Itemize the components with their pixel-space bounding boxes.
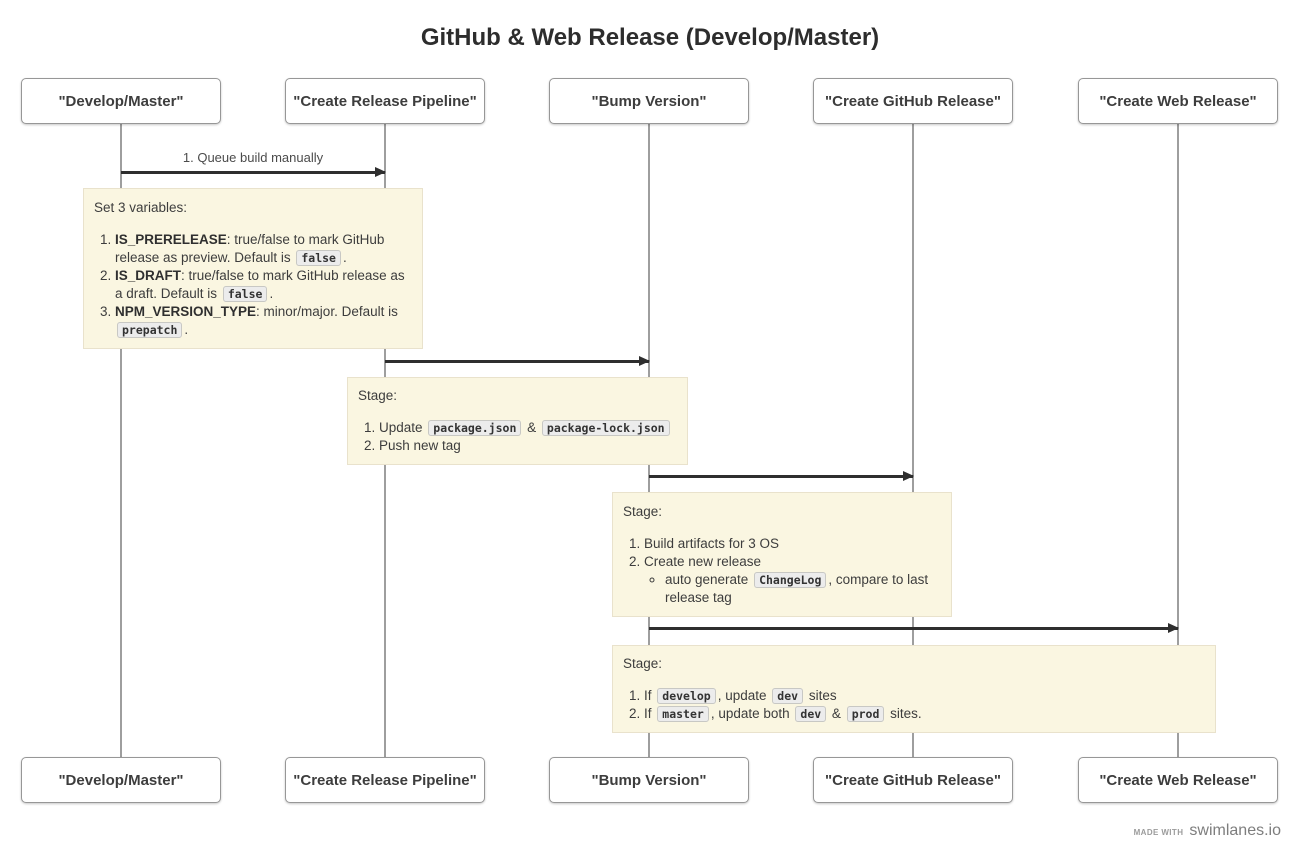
message-arrow-bump-to-web [649, 623, 1179, 633]
message-arrow-pipeline-to-bump [385, 356, 650, 366]
note-text: . [342, 250, 347, 265]
code-chip: dev [795, 706, 827, 722]
code-chip: master [657, 706, 709, 722]
note-stage-github-release: Stage: Build artifacts for 3 OS Create n… [612, 492, 952, 617]
code-chip: false [296, 250, 341, 266]
note-stage-bump-version: Stage: Update package.json & package-loc… [347, 377, 688, 465]
note-title: Set 3 variables: [94, 200, 188, 215]
arrow-label-queue-build: 1. Queue build manually [182, 150, 324, 165]
arrowhead-icon [639, 356, 650, 366]
note-text: If [644, 688, 656, 703]
made-with-label: MADE WITH [1133, 828, 1184, 837]
lane-label: "Develop/Master" [58, 92, 184, 110]
note-list: Build artifacts for 3 OS Create new rele… [623, 535, 941, 607]
note-text: , compare to last release tag [665, 572, 929, 605]
arrowhead-icon [1168, 623, 1179, 633]
message-arrow-bump-to-github [649, 471, 914, 481]
note-item: If develop, update dev sites [644, 687, 1205, 705]
note-list: If develop, update dev sites If master, … [623, 687, 1205, 723]
lane-label: "Bump Version" [591, 771, 707, 789]
lifeline-create-github-release [912, 124, 914, 757]
note-title: Stage: [358, 388, 398, 403]
note-text: Update [379, 420, 427, 435]
note-text: sites [805, 688, 837, 703]
lane-header-create-github-release: "Create GitHub Release" [813, 78, 1013, 124]
lane-label: "Create Web Release" [1099, 771, 1257, 789]
code-chip: package.json [428, 420, 522, 436]
note-text: : true/false to mark GitHub release as p… [115, 232, 385, 265]
lane-label: "Bump Version" [591, 92, 707, 110]
note-item: Push new tag [379, 437, 677, 455]
note-text: & [828, 706, 845, 721]
note-text: , update both [710, 706, 794, 721]
note-stage-web-release: Stage: If develop, update dev sites If m… [612, 645, 1216, 733]
note-text: , update [717, 688, 771, 703]
lane-label: "Create Web Release" [1099, 92, 1257, 110]
lane-label: "Create Release Pipeline" [293, 92, 477, 110]
note-text: . [269, 286, 274, 301]
swimlanes-brand[interactable]: swimlanes.io [1189, 822, 1281, 839]
note-item: IS_DRAFT: true/false to mark GitHub rele… [115, 267, 412, 303]
code-chip: false [222, 286, 268, 302]
note-item: Update package.json & package-lock.json [379, 419, 677, 437]
lane-footer-create-github-release: "Create GitHub Release" [813, 757, 1013, 803]
code-chip: dev [772, 688, 804, 704]
variable-name: IS_DRAFT [115, 268, 182, 283]
diagram-title: GitHub & Web Release (Develop/Master) [420, 24, 880, 51]
note-text: If [644, 706, 656, 721]
lane-label: "Develop/Master" [58, 771, 184, 789]
code-chip: package-lock.json [541, 420, 670, 436]
code-chip: prepatch [117, 322, 183, 338]
lane-header-create-release-pipeline: "Create Release Pipeline" [285, 78, 485, 124]
note-set-variables: Set 3 variables: IS_PRERELEASE: true/fal… [83, 188, 423, 349]
note-item: IS_PRERELEASE: true/false to mark GitHub… [115, 231, 412, 267]
variable-name: IS_PRERELEASE [115, 232, 227, 247]
code-chip: prod [846, 706, 885, 722]
lane-label: "Create GitHub Release" [825, 92, 1001, 110]
code-chip: develop [657, 688, 716, 704]
lane-footer-create-release-pipeline: "Create Release Pipeline" [285, 757, 485, 803]
note-title: Stage: [623, 656, 663, 671]
note-sublist: auto generate ChangeLog, compare to last… [644, 571, 941, 607]
note-text: : minor/major. Default is [256, 304, 398, 319]
note-item: Create new release auto generate ChangeL… [644, 553, 941, 607]
lane-label: "Create Release Pipeline" [293, 771, 477, 789]
note-text: Push new tag [379, 438, 461, 453]
arrowhead-icon [375, 167, 386, 177]
lane-header-develop-master: "Develop/Master" [21, 78, 221, 124]
note-item: Build artifacts for 3 OS [644, 535, 941, 553]
lane-footer-develop-master: "Develop/Master" [21, 757, 221, 803]
note-text: sites. [886, 706, 922, 721]
note-list: IS_PRERELEASE: true/false to mark GitHub… [94, 231, 412, 339]
note-list: Update package.json & package-lock.json … [358, 419, 677, 455]
variable-name: NPM_VERSION_TYPE [115, 304, 257, 319]
lane-header-create-web-release: "Create Web Release" [1078, 78, 1278, 124]
note-title: Stage: [623, 504, 663, 519]
lane-label: "Create GitHub Release" [825, 771, 1001, 789]
note-subitem: auto generate ChangeLog, compare to last… [665, 571, 941, 607]
note-text: auto generate [665, 572, 753, 587]
footer-branding: MADE WITH swimlanes.io [1134, 822, 1281, 840]
note-text: Build artifacts for 3 OS [644, 536, 780, 551]
lifeline-create-web-release [1177, 124, 1179, 757]
lane-footer-bump-version: "Bump Version" [549, 757, 749, 803]
lane-header-bump-version: "Bump Version" [549, 78, 749, 124]
note-text: & [523, 420, 540, 435]
note-item: If master, update both dev & prod sites. [644, 705, 1205, 723]
note-text: : true/false to mark GitHub release as a… [115, 268, 405, 301]
lane-footer-create-web-release: "Create Web Release" [1078, 757, 1278, 803]
message-arrow-queue-build [121, 167, 386, 177]
code-chip: ChangeLog [754, 572, 827, 588]
note-text: Create new release [644, 554, 762, 569]
lifeline-develop-master [120, 124, 122, 757]
note-item: NPM_VERSION_TYPE: minor/major. Default i… [115, 303, 412, 339]
note-text: . [184, 322, 189, 337]
arrowhead-icon [903, 471, 914, 481]
